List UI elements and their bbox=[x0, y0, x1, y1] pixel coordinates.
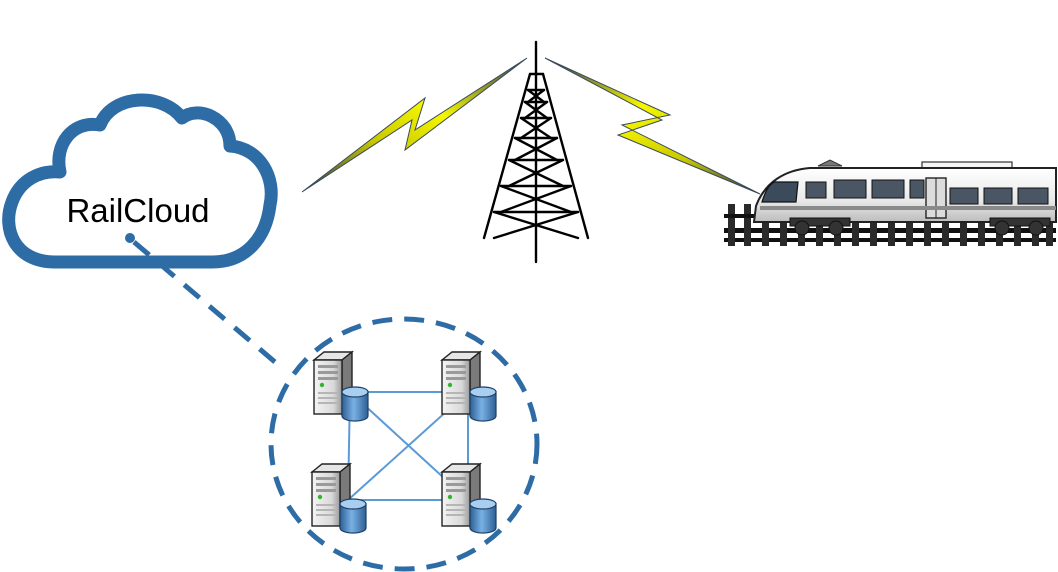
cloud-anchor-dot bbox=[125, 233, 135, 243]
railcloud-cloud[interactable]: RailCloud bbox=[2, 93, 278, 269]
server-icon bbox=[441, 351, 497, 422]
cloud-label: RailCloud bbox=[66, 192, 209, 229]
server-cluster bbox=[268, 316, 540, 572]
train-icon bbox=[724, 159, 1057, 246]
server-top-right[interactable] bbox=[441, 351, 497, 422]
radio-tower-icon bbox=[482, 40, 590, 264]
signal-bolt-right bbox=[544, 57, 761, 195]
server-icon bbox=[311, 463, 367, 534]
server-top-left[interactable] bbox=[313, 351, 369, 422]
server-bottom-left[interactable] bbox=[311, 463, 367, 534]
cloud-shape bbox=[2, 93, 278, 269]
server-icon bbox=[313, 351, 369, 422]
cluster-boundary bbox=[268, 316, 540, 572]
signal-bolt-left bbox=[301, 57, 528, 193]
server-icon bbox=[441, 463, 497, 534]
server-bottom-right[interactable] bbox=[441, 463, 497, 534]
